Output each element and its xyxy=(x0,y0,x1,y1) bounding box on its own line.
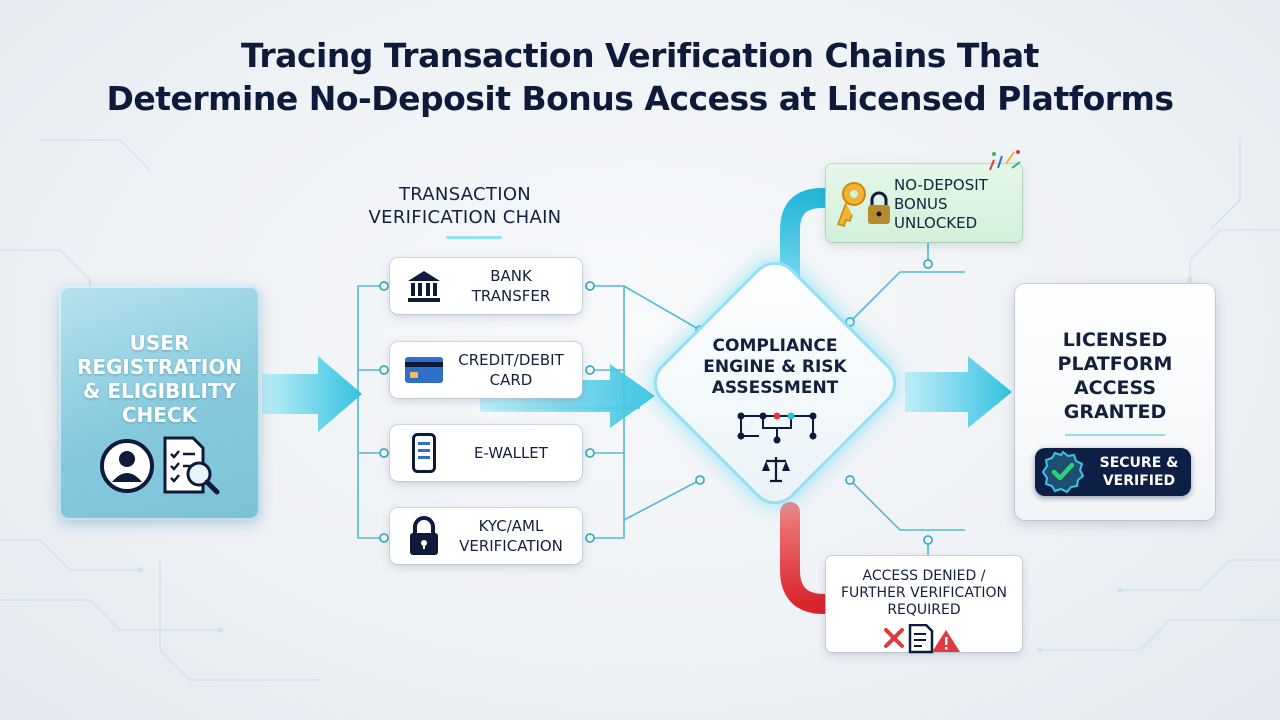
access-granted-underline xyxy=(1065,434,1165,436)
chain-title-line-2: VERIFICATION CHAIN xyxy=(368,207,562,228)
user-label-line-2: REGISTRATION xyxy=(76,355,243,379)
document-search-icon xyxy=(163,436,220,495)
title-line-2: Determine No-Deposit Bonus Access at Lic… xyxy=(106,79,1174,118)
secure-verified-label: SECURE &VERIFIED xyxy=(1099,455,1179,489)
user-registration-label: USER REGISTRATION & ELIGIBILITY CHECK xyxy=(59,331,260,427)
chain-title-underline xyxy=(446,236,502,239)
method-e-wallet: E-WALLET xyxy=(390,425,582,481)
smartphone-icon xyxy=(398,425,450,481)
padlock-icon xyxy=(398,508,450,564)
user-label-line-1: USER xyxy=(129,331,190,355)
secure-verified-badge: SECURE &VERIFIED xyxy=(1035,448,1191,496)
user-avatar-icon xyxy=(100,439,154,493)
method-label: E-WALLET xyxy=(474,444,548,462)
key-lock-icon xyxy=(837,182,890,227)
confetti-icon xyxy=(989,150,1021,171)
chain-title-line-1: TRANSACTION xyxy=(398,184,532,205)
title-line-1: Tracing Transaction Verification Chains … xyxy=(241,36,1039,75)
check-seal-icon xyxy=(1041,450,1085,494)
chain-title: TRANSACTION VERIFICATION CHAIN xyxy=(330,183,600,229)
page-title: Tracing Transaction Verification Chains … xyxy=(0,34,1280,120)
bank-icon xyxy=(398,258,450,314)
user-label-line-4: CHECK xyxy=(121,403,198,427)
user-label-line-3: & ELIGIBILITY xyxy=(82,379,237,403)
scales-icon xyxy=(762,457,790,483)
denied-warning-icon xyxy=(884,624,960,654)
credit-card-icon xyxy=(398,342,450,398)
decision-tree-icon xyxy=(737,412,817,444)
user-registration-box: USER REGISTRATION & ELIGIBILITY CHECK xyxy=(59,286,260,520)
